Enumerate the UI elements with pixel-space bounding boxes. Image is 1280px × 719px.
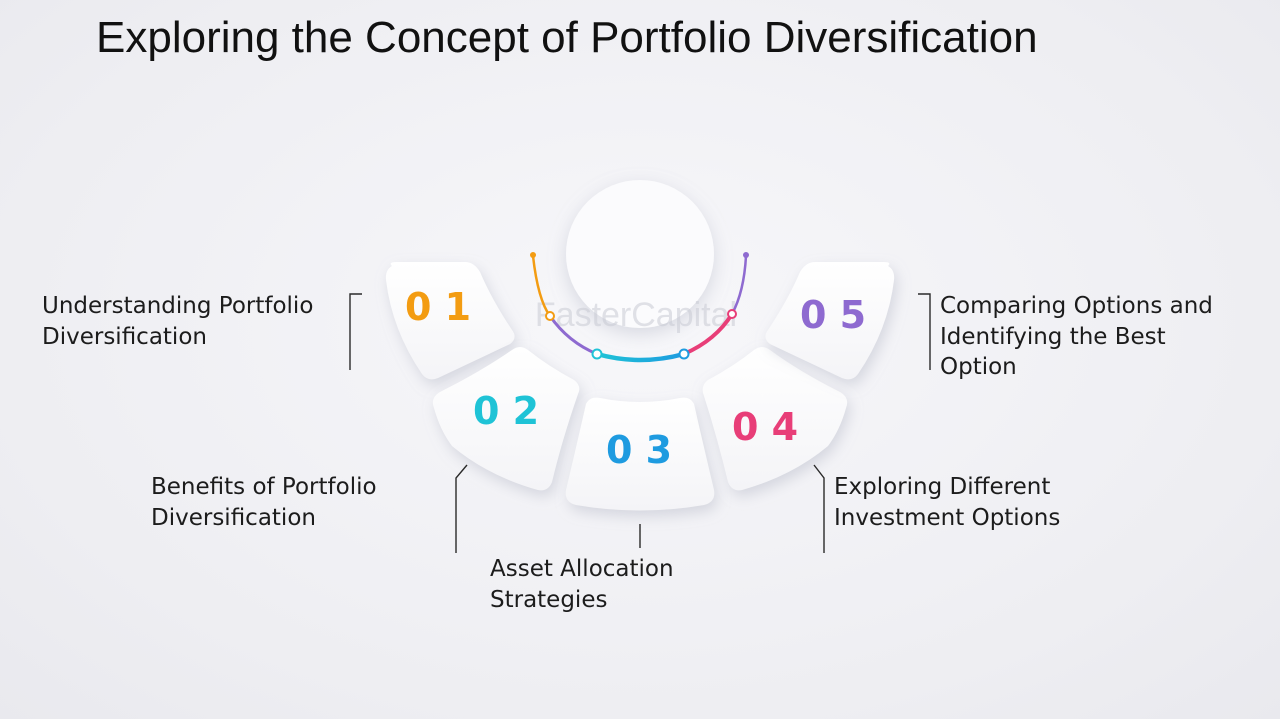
- step-label-1-line-1: Understanding Portfolio: [42, 293, 314, 319]
- leader-line-1: [349, 293, 362, 370]
- step-card-4: [702, 347, 848, 491]
- leader-line-5: [918, 293, 931, 370]
- step-label-3-line-1: Asset Allocation: [490, 556, 674, 582]
- step-label-4-line-2: Investment Options: [834, 504, 1061, 531]
- step-card-5: [765, 262, 895, 380]
- step-label-2-line-2: Diversification: [151, 504, 316, 531]
- step-card-1: [385, 262, 515, 380]
- step-label-5: Comparing Options and Identifying the Be…: [940, 291, 1213, 383]
- step-label-2: Benefits of Portfolio Diversification: [151, 472, 377, 533]
- step-number-2: 0 2: [473, 389, 539, 433]
- step-card-3: [565, 397, 715, 511]
- center-circle: [566, 180, 714, 328]
- page-title: Exploring the Concept of Portfolio Diver…: [96, 13, 1038, 62]
- step-label-3: Asset Allocation Strategies: [490, 554, 674, 615]
- step-label-2-line-1: Benefits of Portfolio: [151, 474, 377, 500]
- leader-line-4: [813, 464, 825, 553]
- step-number-5: 0 5: [800, 293, 866, 337]
- step-label-5-line-3: Option: [940, 354, 1017, 380]
- segment-cards: [385, 262, 895, 511]
- watermark-logo: FasterCapital: [535, 296, 737, 334]
- step-number-3: 0 3: [606, 428, 672, 472]
- leader-line-2: [455, 464, 468, 553]
- step-label-3-line-2: Strategies: [490, 586, 608, 613]
- step-number-1: 0 1: [405, 285, 471, 329]
- connector-arc: [530, 252, 749, 363]
- step-label-5-line-1: Comparing Options and: [940, 293, 1213, 319]
- step-label-1-line-2: Diversification: [42, 323, 207, 350]
- step-card-2: [432, 347, 580, 491]
- step-number-4: 0 4: [732, 405, 798, 449]
- step-label-4-line-1: Exploring Different: [834, 474, 1051, 500]
- step-label-5-line-2: Identifying the Best: [940, 323, 1166, 350]
- step-label-1: Understanding Portfolio Diversification: [42, 291, 313, 352]
- step-label-4: Exploring Different Investment Options: [834, 472, 1060, 533]
- leader-lines: [349, 293, 931, 553]
